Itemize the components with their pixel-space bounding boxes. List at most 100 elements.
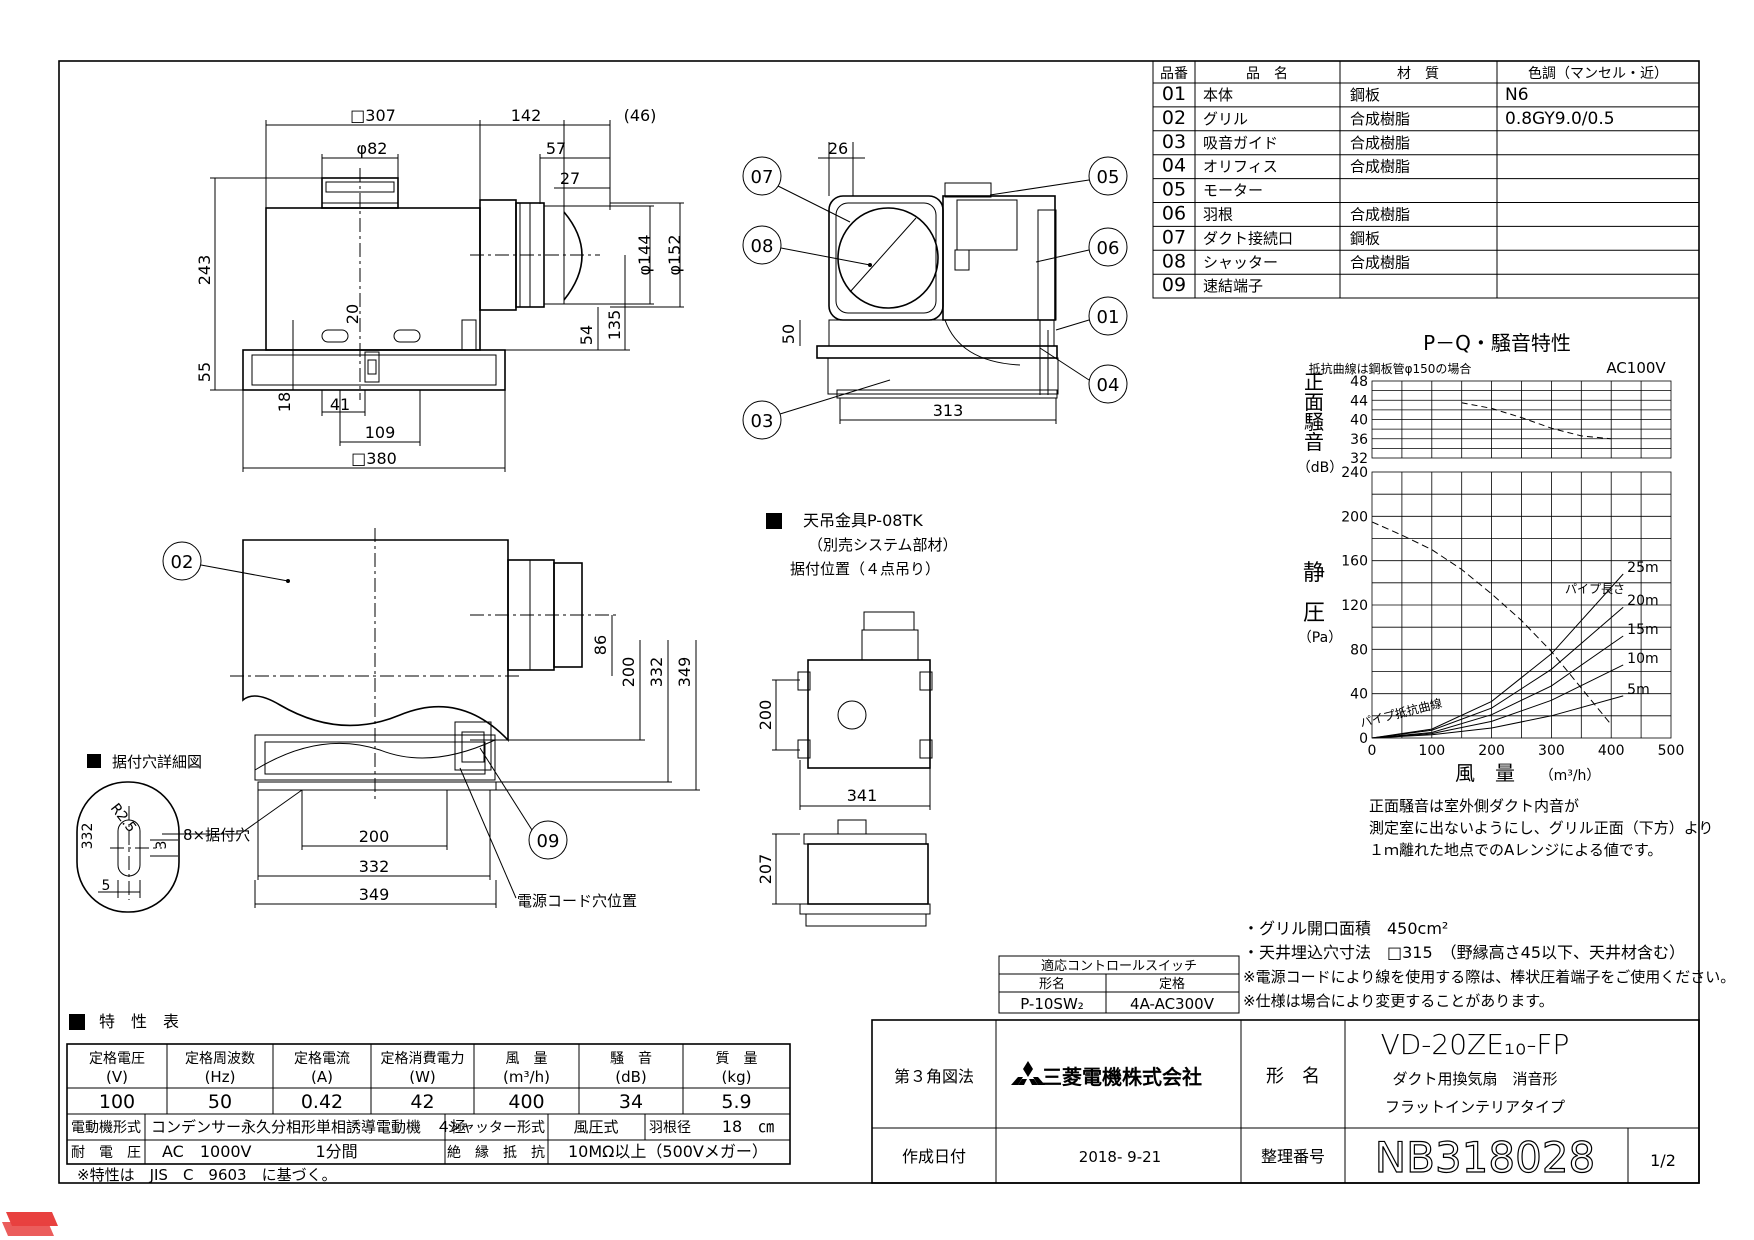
pq-remark-2: 測定室に出ないようにし、グリル正面（下方）より: [1369, 819, 1713, 837]
dim-332-v: 332: [647, 657, 666, 688]
svg-text:02: 02: [171, 552, 194, 573]
dim-332-detail: 332: [80, 823, 96, 850]
blade-value: 18 ㎝: [722, 1117, 774, 1136]
dim-380: □380: [351, 449, 397, 468]
spec-unit: (Hz): [205, 1068, 236, 1086]
parts-material: 合成樹脂: [1350, 110, 1410, 128]
parts-material: 鋼板: [1350, 229, 1380, 247]
model-desc-1: ダクト用換気扇 消音形: [1392, 1070, 1557, 1088]
spec-title: 特 性 表: [99, 1012, 179, 1031]
hanger-dim-341: 341: [847, 786, 878, 805]
spec-header: 定格電流: [294, 1051, 350, 1067]
mount-detail: 据付穴詳細図 R2.5 332 3 5 8×据付穴: [76, 753, 303, 913]
motor-label: 電動機形式: [71, 1120, 141, 1136]
callout-05: 05: [989, 156, 1128, 196]
callout-06: 06: [1035, 227, 1128, 267]
pressure-tick: 240: [1341, 465, 1368, 481]
pipe-curve-label-20m: 20m: [1627, 593, 1658, 609]
parts-name: 速結端子: [1203, 277, 1263, 295]
number-label: 整理番号: [1261, 1147, 1325, 1166]
parts-color: N6: [1505, 85, 1529, 105]
parts-color: 0.8GY9.0/0.5: [1505, 109, 1615, 129]
spec-unit: (W): [409, 1068, 436, 1086]
pq-note-top: 抵抗曲線は鋼板管φ150の場合: [1309, 361, 1472, 376]
shutter-label: シャッター形式: [447, 1120, 545, 1136]
parts-name: オリフィス: [1203, 158, 1278, 176]
mount-detail-title: 据付穴詳細図: [112, 753, 202, 771]
svg-text:01: 01: [1097, 307, 1120, 328]
dim-26: 26: [828, 139, 848, 158]
pipe-curve-label-5m: 5m: [1627, 682, 1650, 698]
parts-name: 羽根: [1203, 206, 1233, 224]
shutter-value: 風圧式: [573, 1118, 618, 1136]
mount-detail-marker: [87, 754, 101, 768]
dim-phi82: φ82: [357, 139, 388, 158]
parts-no: 02: [1162, 107, 1186, 129]
svg-text:06: 06: [1097, 238, 1120, 259]
parts-no: 03: [1162, 131, 1186, 153]
spec-table: 特 性 表 定格電圧(V)100定格周波数(Hz)50定格電流(A)0.42定格…: [66, 1012, 791, 1184]
pressure-tick: 80: [1350, 642, 1368, 658]
callout-01: 01: [1055, 296, 1128, 336]
note-2: ・天井埋込穴寸法 □315 （野縁高さ45以下、天井材含む）: [1243, 943, 1685, 962]
dim-50: 50: [779, 324, 798, 344]
switch-header-model: 形名: [1039, 976, 1065, 992]
sheet-border: [58, 60, 1700, 1184]
switch-title: 適応コントロールスイッチ: [1041, 958, 1197, 974]
parts-no: 08: [1162, 250, 1186, 272]
parts-header-no: 品番: [1160, 66, 1188, 82]
spec-marker: [69, 1014, 85, 1030]
page-number: 1/2: [1650, 1151, 1676, 1170]
pq-power: AC100V: [1606, 359, 1666, 377]
callout-08: 08: [742, 225, 872, 267]
dim-307: □307: [350, 106, 396, 125]
front-view: 26 50 313 07 08 05 06 01 04 03: [742, 139, 1128, 440]
pressure-unit: （Pa）: [1298, 630, 1342, 646]
pressure-tick: 200: [1341, 509, 1368, 525]
svg-text:09: 09: [537, 831, 560, 852]
side-view: □307 142 (46) φ82 57 27 243 55 20 18 41 …: [195, 106, 684, 472]
pipe-curve-line: [1371, 664, 1624, 739]
dim-142: 142: [511, 106, 542, 125]
parts-no: 07: [1162, 226, 1186, 248]
spec-header: 定格電圧: [89, 1051, 145, 1067]
notes: ・グリル開口面積 450cm² ・天井埋込穴寸法 □315 （野縁高さ45以下、…: [1243, 919, 1735, 1010]
pipe-curve-line: [1371, 573, 1624, 739]
model-name: VD-20ZE₁₀-FP: [1381, 1028, 1570, 1061]
parts-name: モーター: [1203, 182, 1263, 200]
spec-header: 騒 音: [610, 1050, 652, 1067]
switch-model: P-10SW₂: [1020, 995, 1084, 1013]
svg-text:08: 08: [751, 236, 774, 257]
hanger-dim-207: 207: [756, 854, 775, 885]
dim-57: 57: [546, 139, 566, 158]
dim-332-h: 332: [359, 857, 390, 876]
pressure-tick: 160: [1341, 554, 1368, 570]
dim-18: 18: [275, 392, 294, 412]
pressure-tick: 120: [1341, 598, 1368, 614]
power-cord-label: 電源コード穴位置: [517, 892, 637, 910]
pipe-curve-label-15m: 15m: [1627, 622, 1658, 638]
pressure-ylabel-char: 静: [1303, 561, 1325, 586]
noise-ylabel-char: 面: [1304, 390, 1324, 414]
hanger-view: 天吊金具P-08TK （別売システム部材） 据付位置（４点吊り） 200 341…: [756, 511, 958, 927]
company-logo: [1011, 1061, 1045, 1085]
dim-349-v: 349: [675, 657, 694, 688]
x-tick: 0: [1368, 743, 1377, 759]
parts-material: 合成樹脂: [1350, 253, 1410, 271]
voltage-value: AC 1000V 1分間: [162, 1142, 358, 1161]
pressure-tick: 40: [1350, 687, 1368, 703]
parts-material: 鋼板: [1350, 86, 1380, 104]
dim-313: 313: [933, 401, 964, 420]
company-name: 三菱電機株式会社: [1042, 1065, 1202, 1089]
callout-04: 04: [1039, 347, 1128, 404]
spec-unit: (dB): [615, 1068, 647, 1086]
spec-value: 42: [410, 1091, 434, 1113]
spec-header: 風 量: [506, 1051, 548, 1067]
pipe-curve-line: [1371, 606, 1624, 739]
parts-name: 本体: [1203, 86, 1233, 104]
spec-header: 定格周波数: [185, 1051, 255, 1067]
dim-55: 55: [195, 362, 214, 382]
